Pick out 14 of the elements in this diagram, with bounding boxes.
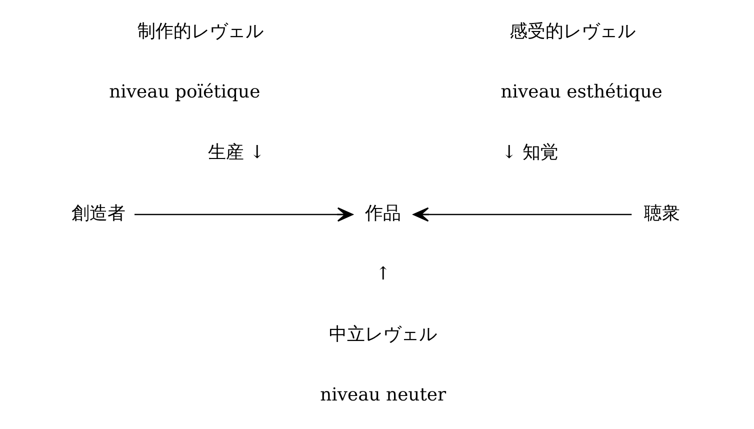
label: niveau esthétique [500, 82, 662, 103]
label: niveau neuter [320, 384, 446, 406]
label: ↑ [375, 263, 390, 284]
arrow [134, 207, 353, 222]
node-text: 聴衆 [644, 202, 680, 224]
label: ↓ 知覚 [501, 142, 558, 164]
label: 制作的レヴェル [136, 21, 263, 42]
label: niveau poïétique [108, 82, 260, 103]
label: 中立レヴェル [328, 324, 437, 345]
label: 生産 ↓ [207, 142, 264, 164]
arrow [412, 207, 632, 222]
node-text: 作品 [364, 202, 401, 224]
label: 感受的レヴェル [509, 21, 636, 42]
node-text: 創造者 [70, 202, 125, 224]
